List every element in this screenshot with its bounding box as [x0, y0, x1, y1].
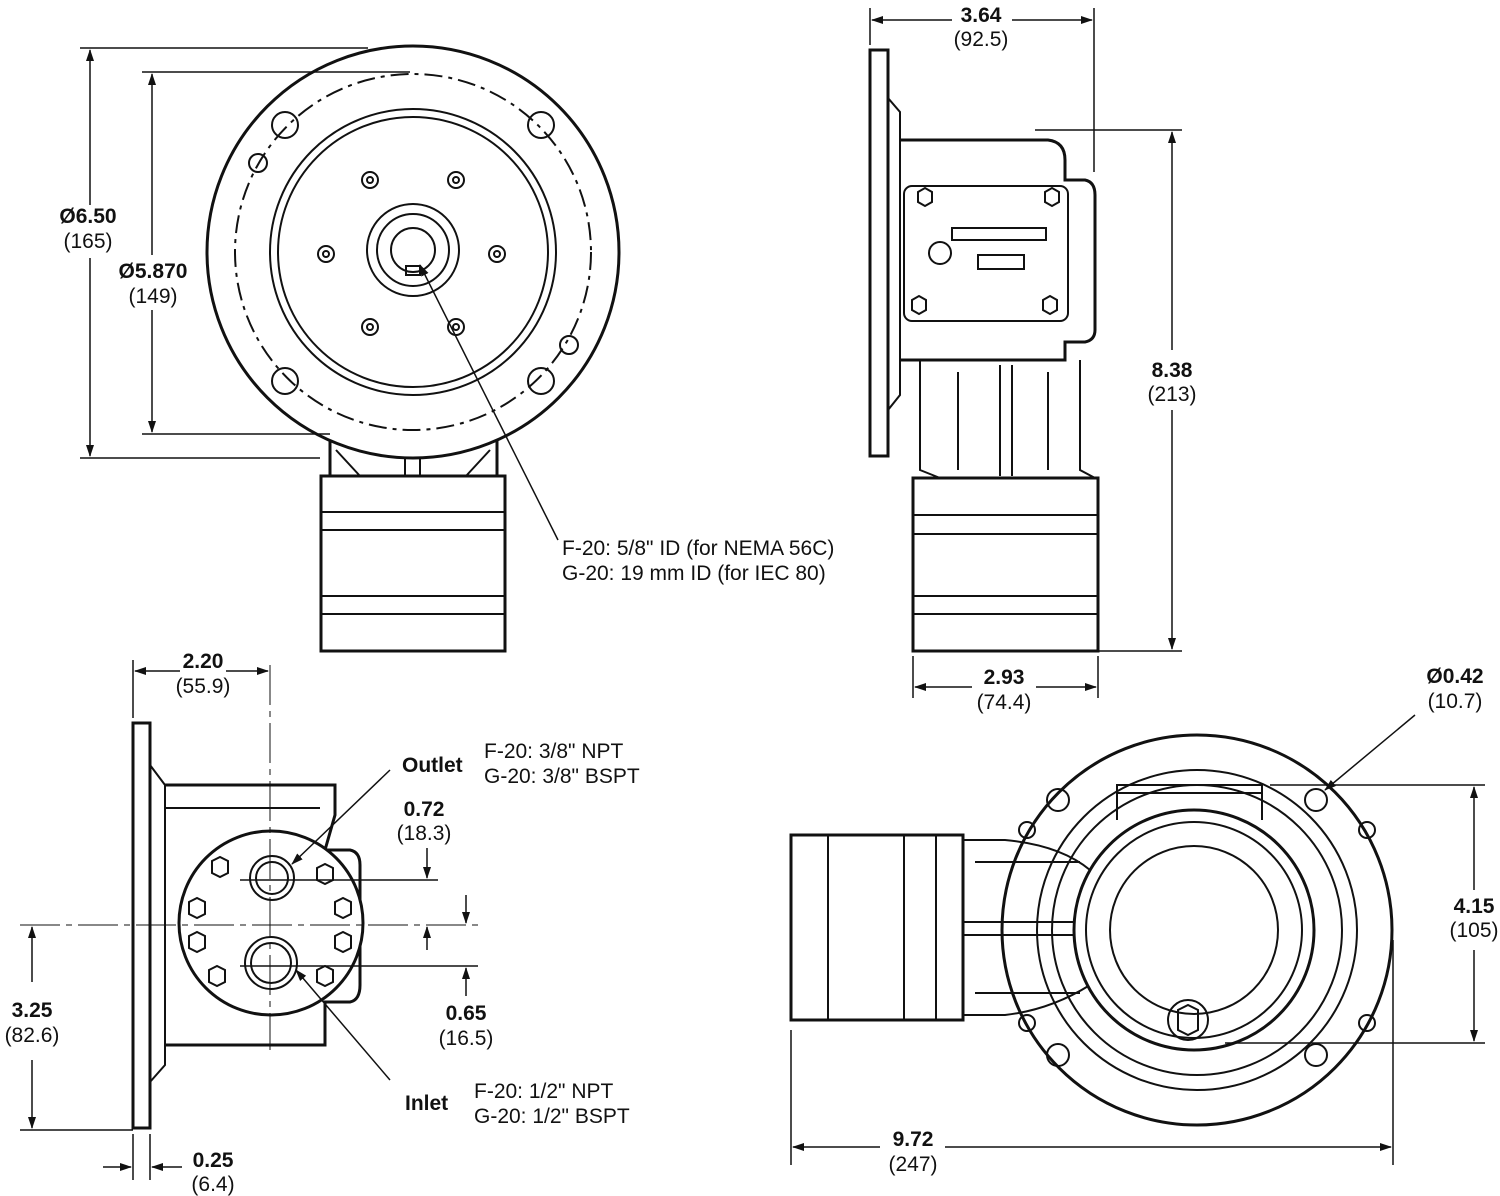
- height-value: 8.38: [1152, 359, 1193, 382]
- inlet-port: [244, 936, 298, 990]
- depth-metric: (92.5): [954, 28, 1009, 51]
- inlet-offset-metric: (16.5): [439, 1027, 494, 1050]
- overall-length-metric: (247): [888, 1153, 937, 1176]
- shaft-bore: [390, 227, 436, 273]
- outer-diameter-metric: (165): [63, 230, 112, 253]
- port-view: [20, 660, 480, 1180]
- bolt-hole: [271, 111, 299, 139]
- mount-hole: [1046, 788, 1070, 812]
- side-pump-housing: [911, 476, 1100, 653]
- port-cover: [177, 829, 365, 1017]
- inlet-spec-line2: G-20: 1/2" BSPT: [474, 1105, 630, 1128]
- bolt-hole: [527, 111, 555, 139]
- body-width-value: 2.93: [984, 666, 1025, 689]
- shaft-hub: [366, 203, 460, 297]
- top-view: [789, 714, 1485, 1165]
- bore-note-line2: G-20: 19 mm ID (for IEC 80): [562, 562, 826, 585]
- mount-hole: [1304, 1043, 1328, 1067]
- motor-body: [789, 833, 965, 1022]
- bolt-hole: [527, 367, 555, 395]
- pump-housing: [319, 474, 507, 653]
- offset-value: 2.20: [183, 650, 224, 673]
- outlet-offset-value: 0.72: [404, 798, 445, 821]
- bore-note-line1: F-20: 5/8" ID (for NEMA 56C): [562, 537, 834, 560]
- discharge-bore: [1109, 845, 1279, 1015]
- pilot-diameter-value: Ø5.870: [119, 260, 188, 283]
- hole-diameter-metric: (10.7): [1428, 690, 1483, 713]
- body-width-metric: (74.4): [977, 691, 1032, 714]
- fastener-pattern: [317, 171, 506, 336]
- drain-plug: [1167, 999, 1209, 1041]
- inlet-offset-value: 0.65: [446, 1002, 487, 1025]
- height-metric: (213): [1147, 383, 1196, 406]
- flange-thickness-metric: (6.4): [191, 1173, 234, 1196]
- hole-spacing-value: 4.15: [1454, 895, 1495, 918]
- depth-value: 3.64: [961, 4, 1002, 27]
- side-view: [868, 8, 1182, 698]
- inlet-spec-line1: F-20: 1/2" NPT: [474, 1080, 614, 1103]
- front-view: [80, 44, 621, 653]
- inlet-label: Inlet: [405, 1092, 448, 1115]
- offset-metric: (55.9): [176, 675, 231, 698]
- top-flange: [1000, 733, 1394, 1127]
- centerline-value: 3.25: [12, 999, 53, 1022]
- outlet-label: Outlet: [402, 754, 463, 777]
- outlet-spec-line1: F-20: 3/8" NPT: [484, 740, 624, 763]
- bolt-hole: [271, 367, 299, 395]
- side-flange: [868, 48, 890, 458]
- mount-hole: [1304, 788, 1328, 812]
- flange-thickness-value: 0.25: [193, 1149, 234, 1172]
- flange-outer: [205, 44, 621, 460]
- outlet-port: [249, 855, 295, 901]
- outer-diameter-value: Ø6.50: [59, 205, 116, 228]
- nameplate: [903, 185, 1069, 322]
- hole-spacing-metric: (105): [1449, 919, 1498, 942]
- pilot-diameter-metric: (149): [128, 285, 177, 308]
- mount-hole: [1046, 1043, 1070, 1067]
- overall-length-value: 9.72: [893, 1128, 934, 1151]
- centerline-metric: (82.6): [5, 1024, 60, 1047]
- hole-diameter-value: Ø0.42: [1426, 665, 1483, 688]
- outlet-offset-metric: (18.3): [397, 822, 452, 845]
- outlet-spec-line2: G-20: 3/8" BSPT: [484, 765, 640, 788]
